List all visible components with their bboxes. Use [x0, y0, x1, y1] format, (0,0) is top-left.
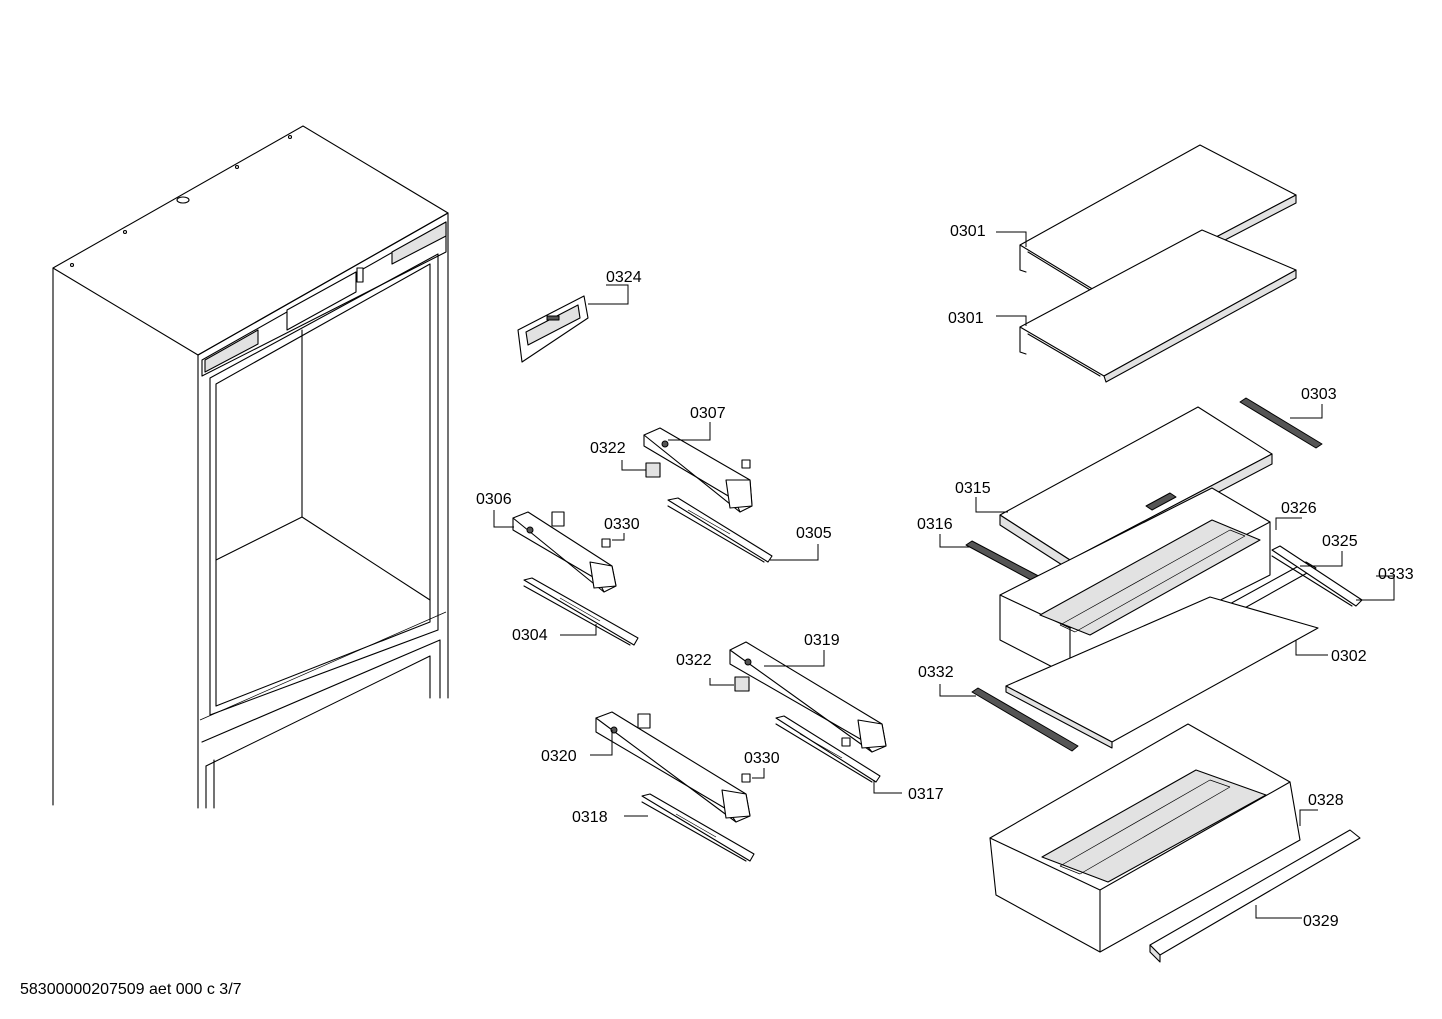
- callout-0301-lower-label: 0301: [948, 310, 984, 327]
- part-0307-rail-bracket: [643, 427, 753, 513]
- part-0324-lamp-cover: [517, 295, 589, 363]
- callout-0333-label: 0333: [1378, 566, 1414, 583]
- callout-0319-label: 0319: [804, 632, 840, 649]
- callout-0317-label: 0317: [908, 786, 944, 803]
- callout-0325-label: 0325: [1322, 533, 1358, 550]
- callout-labels: 0301 0301 0324 0307 0322 0306 0330 0305 …: [476, 223, 1414, 930]
- callout-0332-label: 0332: [918, 664, 954, 681]
- callout-0306-label: 0306: [476, 491, 512, 508]
- callout-0301-upper-label: 0301: [950, 223, 986, 240]
- part-0328-drawer: [989, 723, 1301, 953]
- part-0322-upper-clip: [645, 462, 661, 478]
- callout-0329-label: 0329: [1303, 913, 1339, 930]
- part-0320-rail-bracket: [595, 711, 751, 823]
- callout-0320-label: 0320: [541, 748, 577, 765]
- part-0332-side-rail: [971, 687, 1079, 752]
- part-0306-rail-bracket: [512, 511, 617, 593]
- callout-0324-label: 0324: [606, 269, 642, 286]
- part-0329-drawer-front-handle: [1149, 829, 1361, 963]
- callout-0305-label: 0305: [796, 525, 832, 542]
- part-0305-telescopic-rail: [667, 497, 773, 563]
- part-0322-lower-clip: [734, 676, 750, 692]
- callout-0316-label: 0316: [917, 516, 953, 533]
- callout-0326-label: 0326: [1281, 500, 1317, 517]
- callout-0307-label: 0307: [690, 405, 726, 422]
- callout-0302-label: 0302: [1331, 648, 1367, 665]
- part-0304-telescopic-rail: [523, 577, 639, 646]
- part-0301-lower-shelf: [1019, 229, 1297, 383]
- callout-0330-upper-label: 0330: [604, 516, 640, 533]
- part-0303-side-rail: [1239, 397, 1323, 449]
- part-0330-lower-stop: [741, 773, 751, 783]
- refrigerator-cabinet: [52, 125, 449, 809]
- document-code: 58300000207509 aet 000 c 3/7: [20, 981, 242, 998]
- callout-0318-label: 0318: [572, 809, 608, 826]
- callout-0315-label: 0315: [955, 480, 991, 497]
- part-0317-telescopic-rail: [775, 715, 881, 783]
- callout-0303-label: 0303: [1301, 386, 1337, 403]
- callout-0330-lower-label: 0330: [744, 750, 780, 767]
- callout-0304-label: 0304: [512, 627, 548, 644]
- part-0330-upper-stop: [601, 538, 611, 548]
- part-0318-telescopic-rail: [641, 793, 755, 862]
- part-0302-glass-plate: [1005, 596, 1319, 749]
- callout-0322-lower-label: 0322: [676, 652, 712, 669]
- leader-lines: [493, 231, 1395, 919]
- part-0319-rail-bracket: [729, 641, 887, 753]
- callout-0328-label: 0328: [1308, 792, 1344, 809]
- callout-0322-upper-label: 0322: [590, 440, 626, 457]
